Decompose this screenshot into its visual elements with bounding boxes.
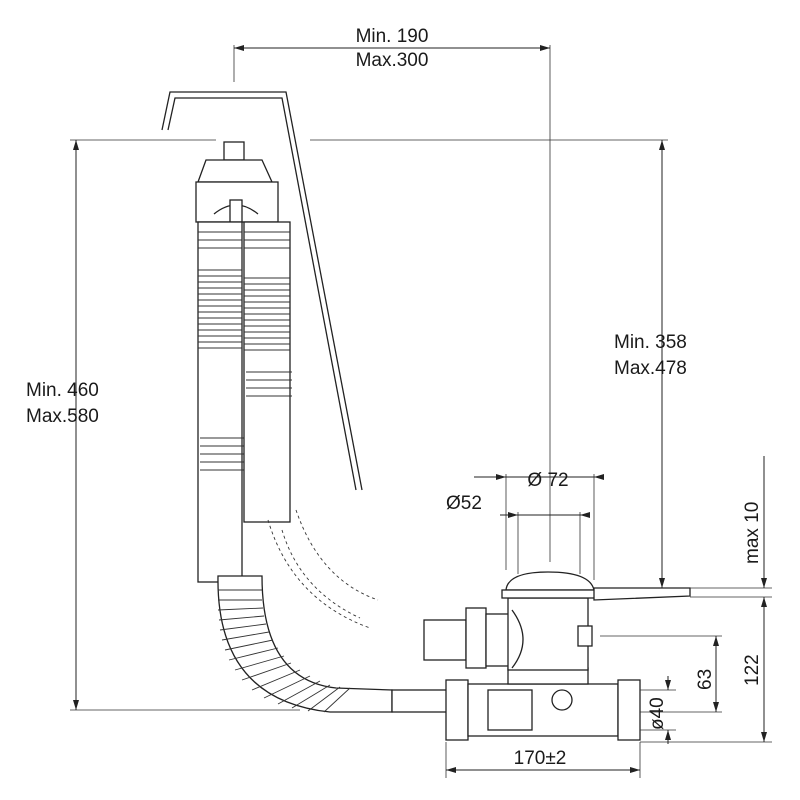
label-drop-min: Min. 358 xyxy=(614,332,687,353)
label-height-max: Max.580 xyxy=(26,406,99,427)
label-122: 122 xyxy=(742,654,763,686)
dimension-labels: Min. 190 Max.300 Min. 460 Max.580 Min. 3… xyxy=(26,26,763,769)
waste-valve xyxy=(423,597,593,671)
right-hose xyxy=(243,221,292,523)
bent-hose xyxy=(217,575,393,713)
alternate-hose-position xyxy=(267,509,379,629)
bath-floor xyxy=(593,587,691,601)
label-diameter-72: Ø 72 xyxy=(527,470,568,491)
label-max-10: max 10 xyxy=(742,502,763,564)
label-overflow-min: Min. 190 xyxy=(356,26,429,47)
left-hose xyxy=(197,221,246,583)
waste-body xyxy=(391,667,641,741)
popup-plug xyxy=(501,571,599,599)
label-diameter-40: ø40 xyxy=(647,697,668,730)
label-width-170: 170±2 xyxy=(514,748,567,769)
dimension-lines xyxy=(70,45,772,778)
label-overflow-max: Max.300 xyxy=(356,50,429,71)
label-drop-max: Max.478 xyxy=(614,358,687,379)
label-height-min: Min. 460 xyxy=(26,380,99,401)
label-63: 63 xyxy=(695,669,716,690)
label-diameter-52: Ø52 xyxy=(446,493,482,514)
